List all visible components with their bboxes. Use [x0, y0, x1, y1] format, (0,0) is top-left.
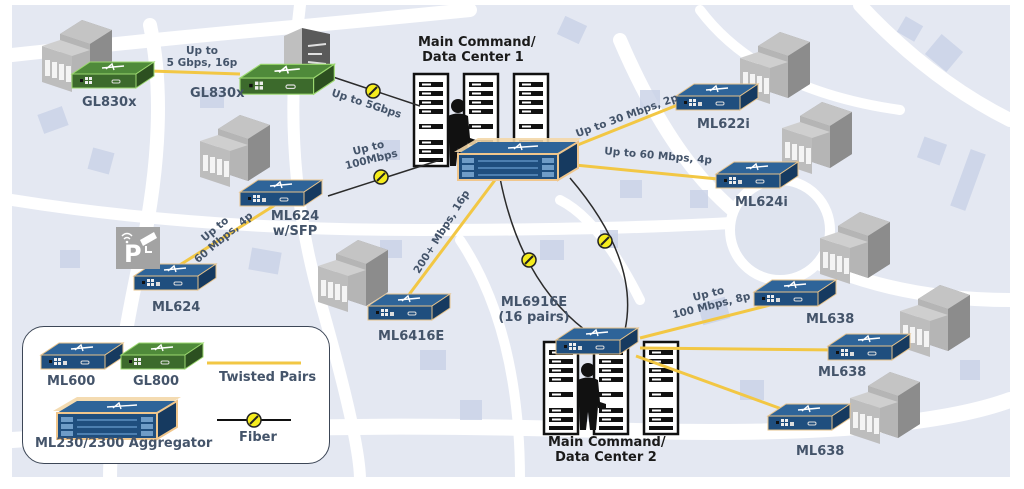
fiber-marker-icon: [597, 233, 613, 249]
legend-label-aggregator: ML230/2300 Aggregator: [35, 436, 213, 451]
device-ml622i[interactable]: [675, 83, 759, 111]
link-twisted-pair: [403, 179, 497, 301]
label-ml638-c: ML638: [796, 444, 845, 459]
svg-text:P: P: [124, 240, 142, 268]
label-ml6416e: ML6416E: [378, 329, 445, 344]
dc2-title: Main Command/ Data Center 2: [548, 435, 666, 466]
label-ml624: ML624: [152, 300, 201, 315]
dc2-title-line2: Data Center 2: [555, 449, 657, 465]
link-twisted-pair: [639, 346, 839, 352]
label-ml624i: ML624i: [735, 195, 788, 210]
link-twisted-pair: [574, 163, 729, 182]
device-ml624i[interactable]: [715, 161, 799, 189]
label-line: Up to: [186, 45, 218, 57]
label-gl830x-right: GL830x: [190, 86, 245, 101]
legend-ml600-icon: [40, 342, 124, 370]
link-twisted-pair: [564, 98, 691, 152]
label-line: (16 pairs): [498, 309, 570, 325]
fiber-marker-icon: [365, 83, 381, 99]
label-ml638-a: ML638: [806, 312, 855, 327]
link-twisted-pair: [635, 354, 791, 414]
legend-gl800-icon: [120, 342, 204, 370]
data-center-2-racks: [542, 340, 680, 436]
legend-label-gl800: GL800: [133, 374, 180, 389]
legend-label-ml600: ML600: [47, 374, 96, 389]
device-gl830x-right[interactable]: [239, 63, 336, 96]
link-twisted-pair: [149, 69, 241, 76]
dc2-title-line1: Main Command/: [548, 435, 666, 450]
link-label-gl-gl: Up to 5 Gbps, 16p: [162, 45, 242, 69]
device-ml638-c[interactable]: [767, 403, 851, 431]
dc1-title: Main Command/ Data Center 1: [418, 35, 536, 66]
legend-label-twisted-pairs: Twisted Pairs: [219, 370, 317, 385]
device-ml6916e[interactable]: [555, 327, 639, 355]
label-line: w/SFP: [272, 223, 318, 239]
device-ml624-sfp[interactable]: [239, 179, 323, 207]
dc1-title-line2: Data Center 1: [422, 49, 524, 65]
device-aggregator[interactable]: [453, 137, 583, 181]
label-ml6916e: ML6916E (16 pairs): [494, 295, 574, 326]
legend-label-fiber: Fiber: [239, 430, 277, 445]
device-ml638-b[interactable]: [827, 333, 911, 361]
link-twisted-pair: [174, 203, 276, 270]
device-ml638-a[interactable]: [753, 279, 837, 307]
device-gl830x-left[interactable]: [71, 61, 155, 89]
link-twisted-pair: [639, 303, 771, 340]
legend-aggregator-icon: [52, 396, 182, 440]
fiber-marker-icon: [373, 169, 389, 185]
label-ml624-sfp: ML624 w/SFP: [270, 209, 320, 240]
parking-camera-wifi-icon: P: [116, 227, 160, 269]
label-ml622i: ML622i: [697, 117, 750, 132]
legend-fiber-marker-icon: [246, 412, 262, 428]
label-gl830x-left: GL830x: [82, 95, 137, 110]
dc1-title-line1: Main Command/: [418, 35, 536, 50]
label-ml638-b: ML638: [818, 365, 867, 380]
legend-graphics: [40, 342, 301, 440]
label-line: ML624: [270, 209, 320, 224]
label-line: 5 Gbps, 16p: [166, 57, 238, 70]
fiber-marker-icon: [521, 252, 537, 268]
label-line: ML6916E: [500, 295, 568, 310]
legend: ML600 GL800 ML230/2300 Aggregator Twiste…: [22, 326, 330, 464]
link-fiber: [569, 177, 629, 331]
device-ml6416e[interactable]: [367, 293, 451, 321]
